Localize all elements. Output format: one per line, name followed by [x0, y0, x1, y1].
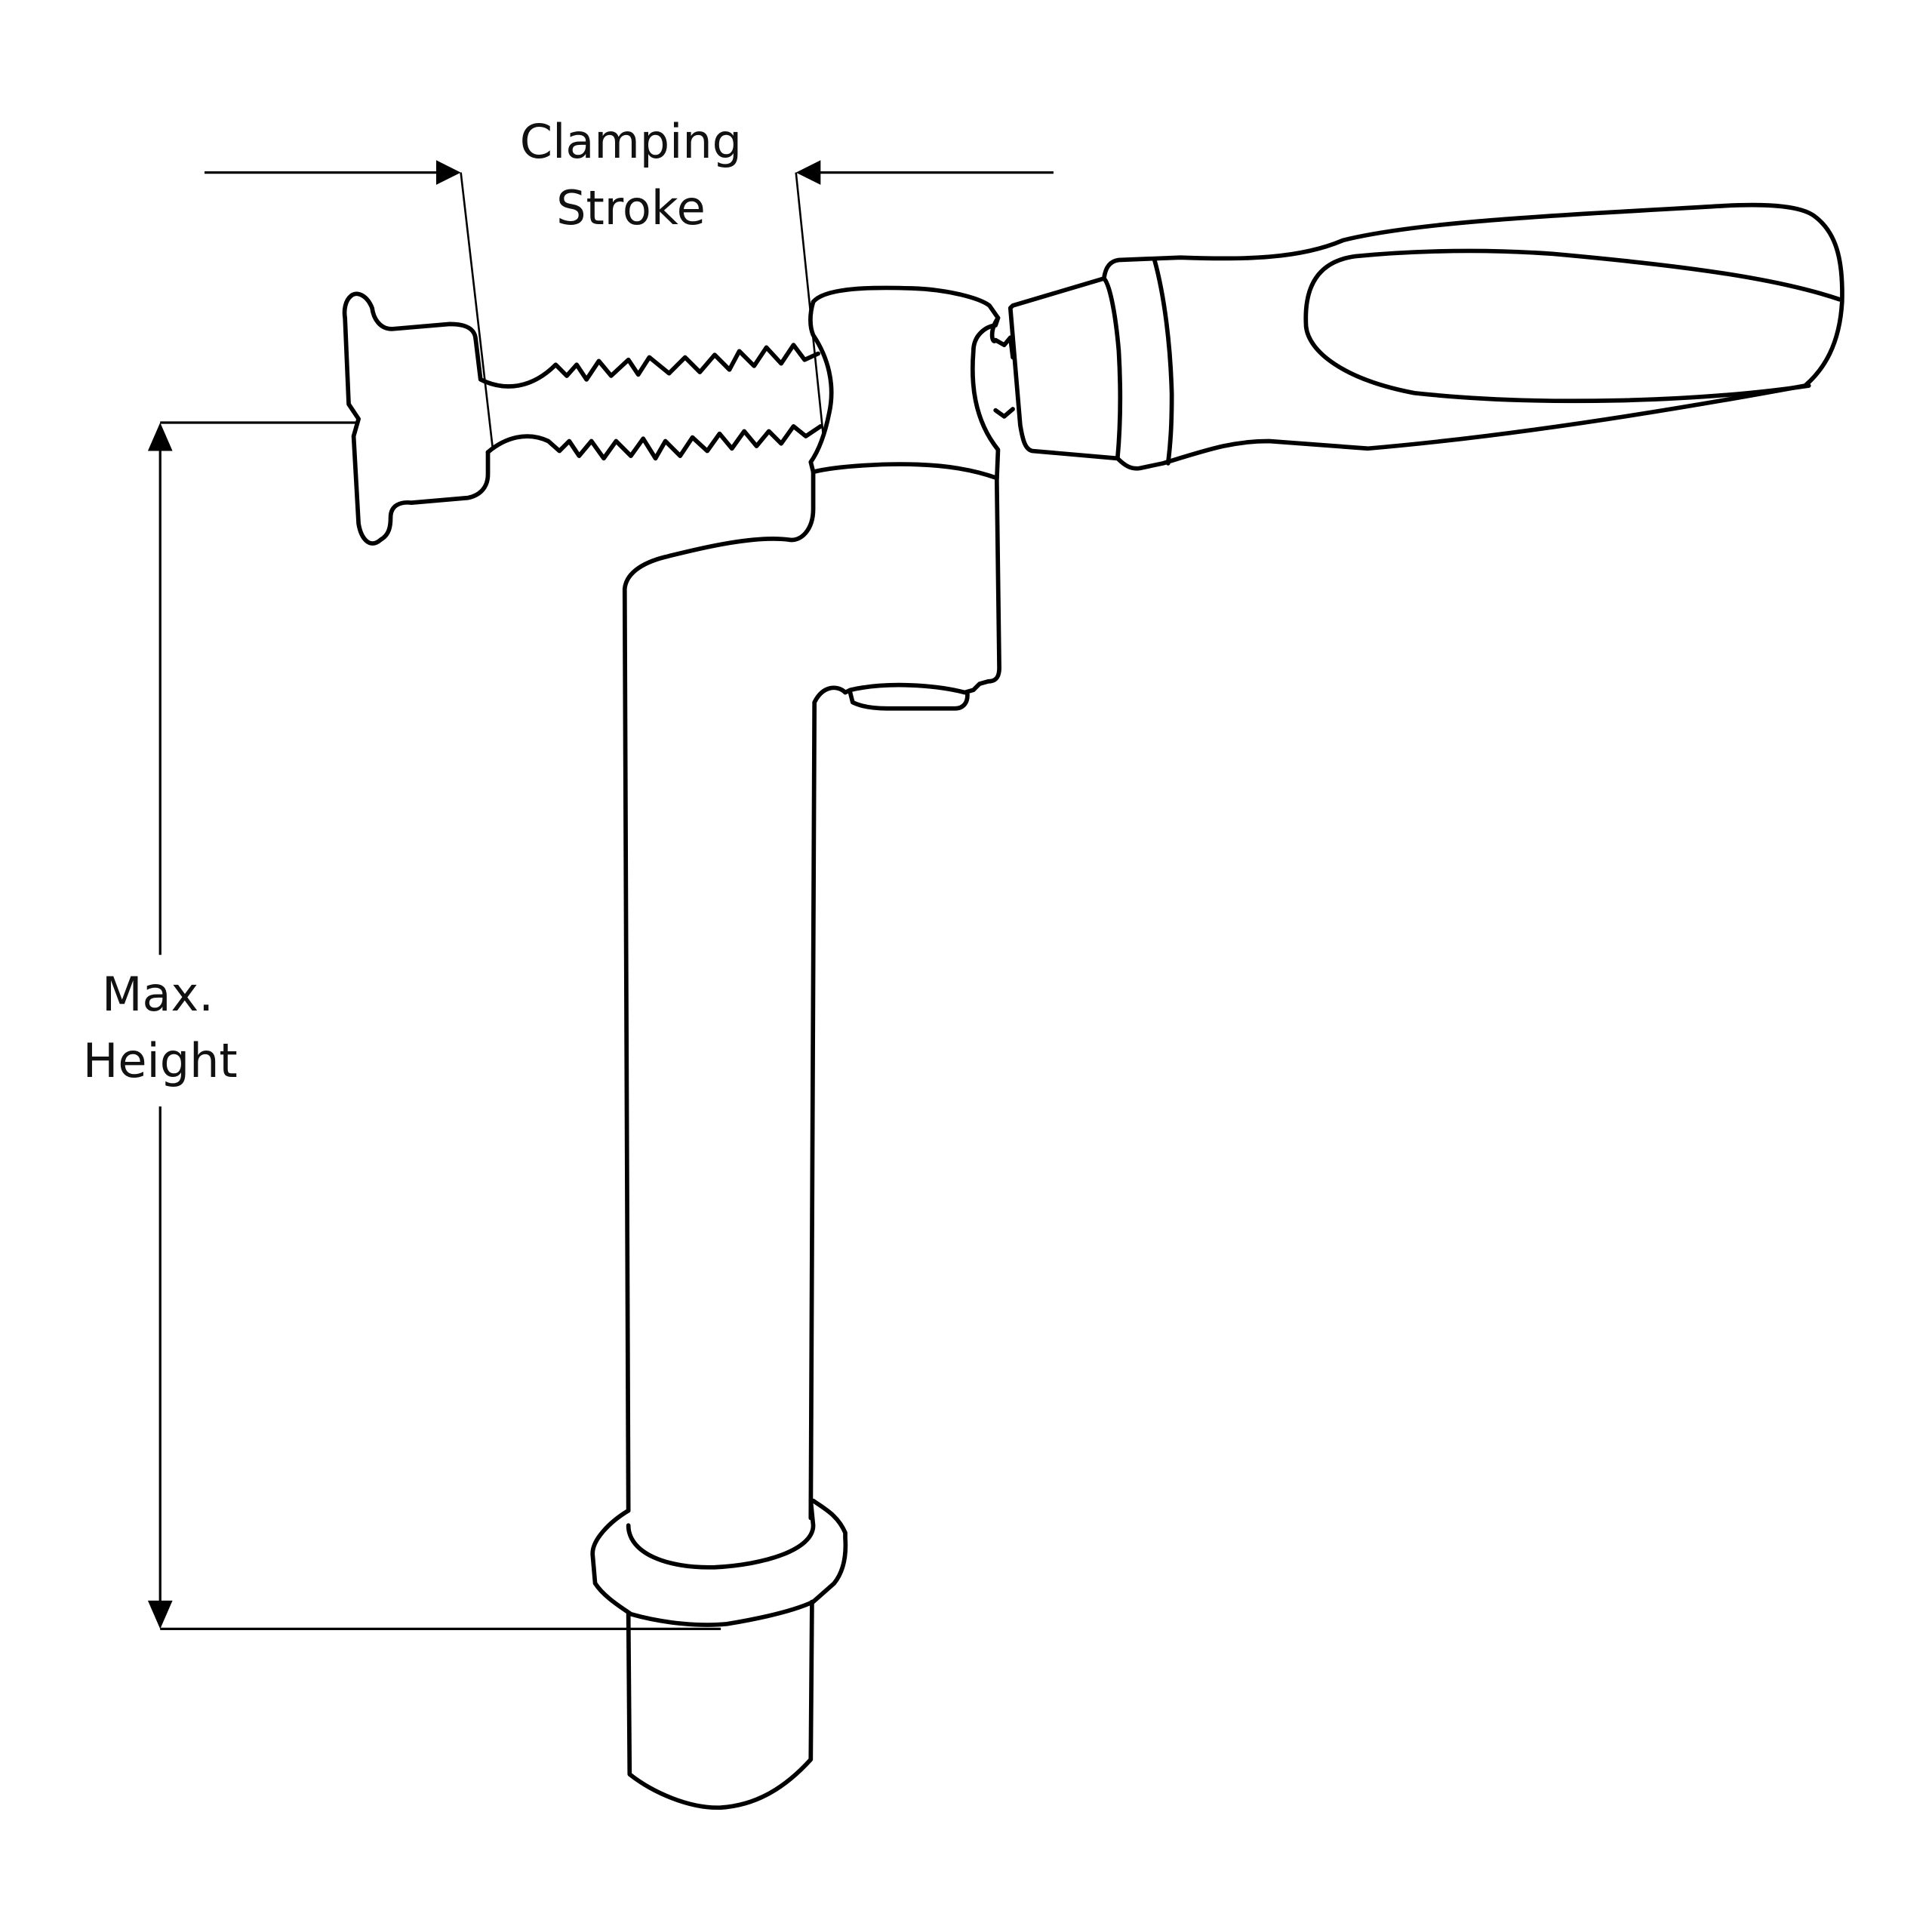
down-arrow-icon: [147, 1600, 173, 1629]
head-slot: [848, 690, 970, 711]
left-arrow-icon: [795, 160, 821, 185]
handle-grip: [1102, 202, 1844, 471]
screw-thread-bottom: [485, 424, 823, 461]
clamping-label-line2: Stroke: [556, 180, 706, 235]
handle-ferrule: [989, 315, 1015, 419]
up-arrow-icon: [147, 423, 173, 451]
clamp-head: [808, 285, 1001, 1521]
handle-band: [1152, 257, 1174, 466]
head-left-edge: [622, 300, 834, 1513]
max-height-label-line2: Height: [83, 1033, 238, 1088]
right-extension-line: [795, 172, 824, 434]
collar-inner: [626, 1498, 816, 1570]
clamp-pad: [342, 291, 491, 546]
handle-inset: [1303, 248, 1842, 404]
right-arrow-icon: [435, 160, 461, 185]
screw-thread-top: [473, 337, 820, 389]
clamp-foot-collar: [590, 1498, 848, 1627]
clamping-label-line1: Clamping: [520, 114, 742, 169]
clamp-pin: [626, 1599, 814, 1810]
left-extension-line: [460, 172, 494, 451]
clamp-illustration: [342, 202, 1844, 1810]
clamping-stroke-dimension: Clamping Stroke: [205, 114, 1054, 451]
max-height-label-line1: Max.: [102, 967, 214, 1022]
handle-base: [1008, 276, 1123, 461]
max-height-dimension: Max. Height: [83, 421, 721, 1630]
head-collar: [811, 462, 999, 481]
